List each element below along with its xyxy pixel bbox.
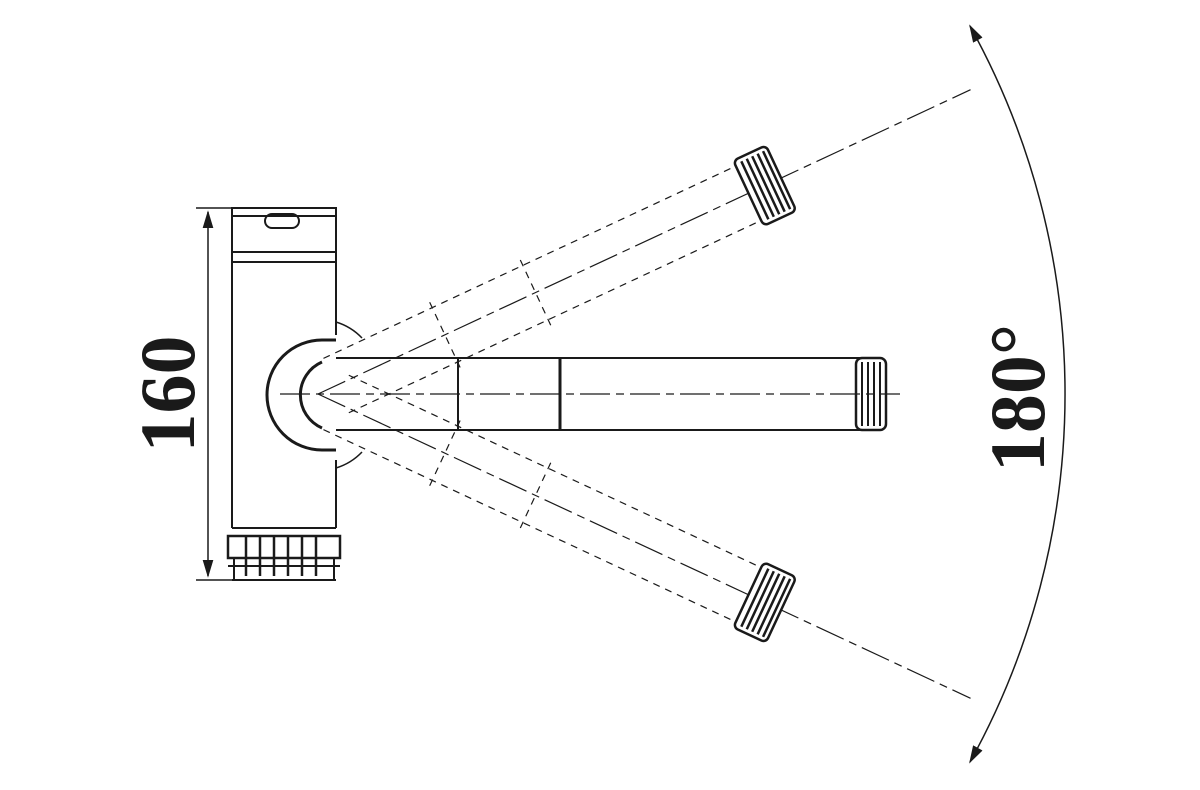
angle-dimension bbox=[969, 24, 1066, 764]
swing-position-lower bbox=[317, 374, 971, 699]
height-dimension bbox=[196, 207, 232, 581]
spout bbox=[280, 356, 900, 432]
aerator bbox=[854, 356, 888, 432]
faucet-body bbox=[226, 207, 363, 581]
swing-position-upper bbox=[317, 89, 971, 414]
angle-dimension-label: 180° bbox=[974, 324, 1061, 472]
height-dimension-label: 160 bbox=[124, 336, 211, 453]
